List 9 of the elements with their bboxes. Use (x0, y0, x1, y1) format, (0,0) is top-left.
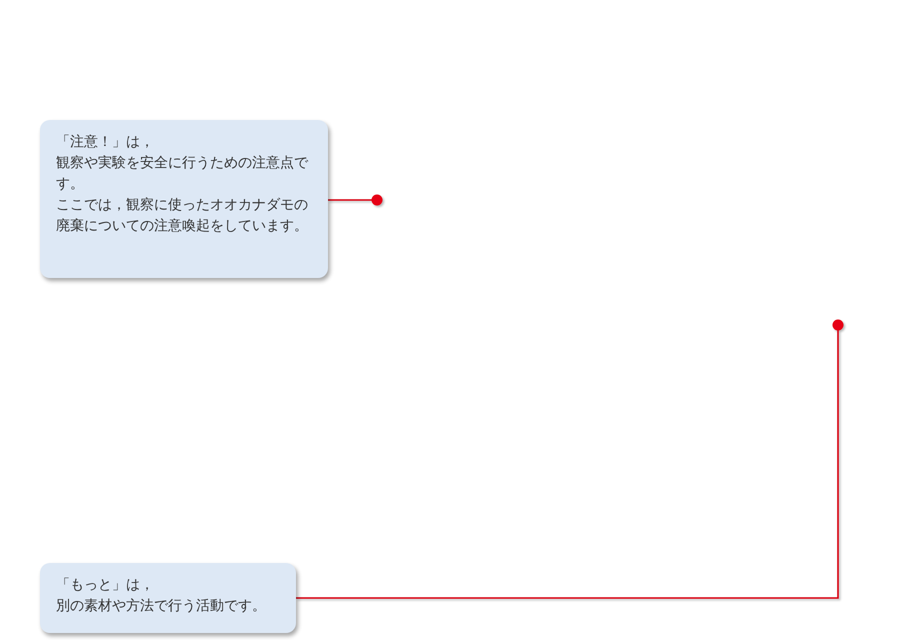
leader-line (328, 194, 382, 206)
leader-line (296, 320, 844, 599)
callout-heading: 「もっと」は， (56, 576, 155, 595)
callout-heading: 「注意！」は， (56, 133, 155, 152)
callout-text: ここでは，観察に使ったオオカナダモの廃棄についての注意喚起をしています。 (56, 196, 309, 236)
callout-text: 観察や実験を安全に行うための注意点です。 (56, 154, 310, 194)
callout-text: 別の素材や方法で行う活動です。 (56, 597, 267, 616)
callout-box (40, 563, 296, 633)
callout-box (40, 120, 328, 278)
